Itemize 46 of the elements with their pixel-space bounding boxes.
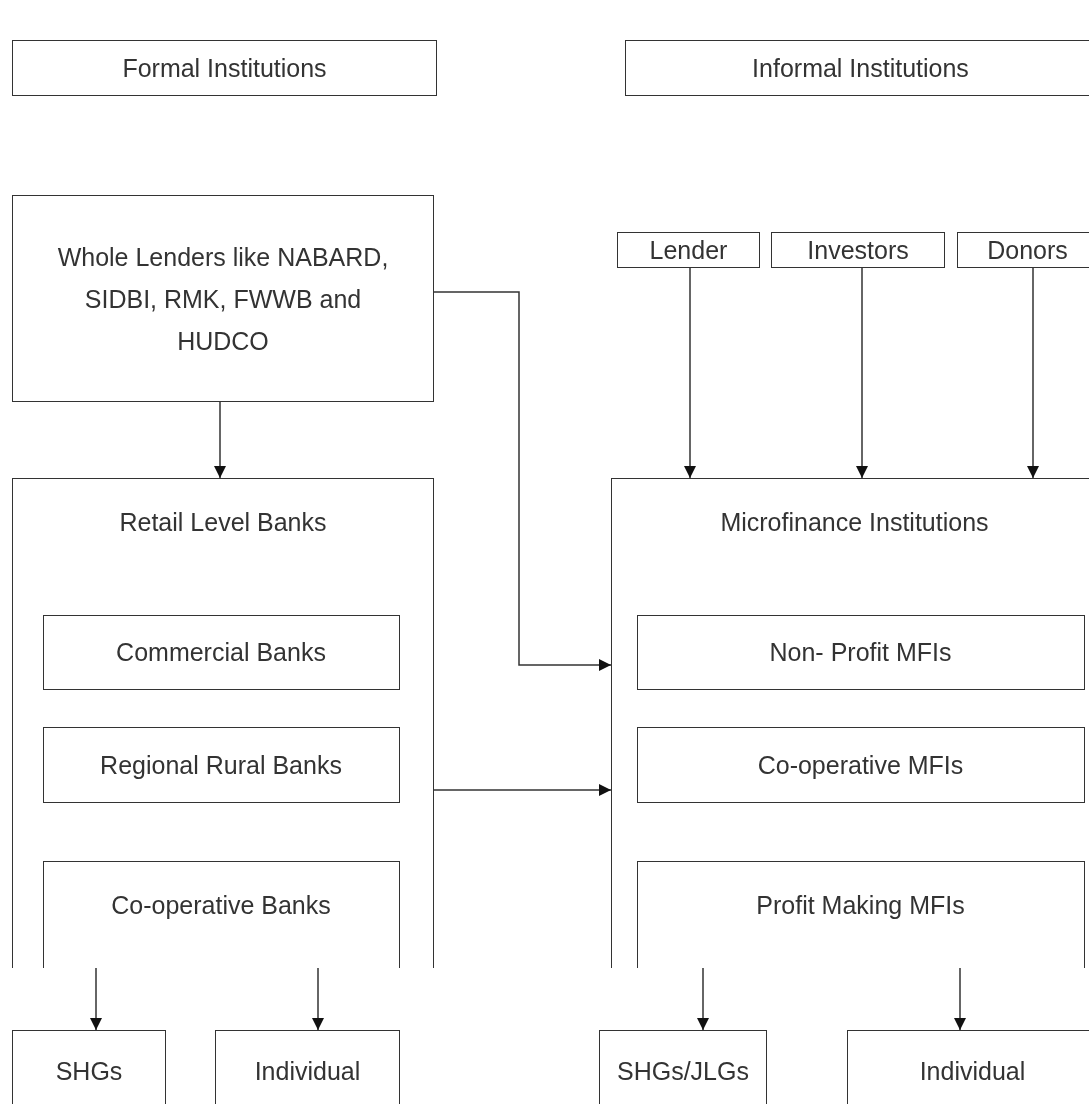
node-text: Retail Level Banks: [119, 507, 327, 538]
node-text: Whole Lenders like NABARD, SIDBI, RMK, FWWB and HUDCO: [56, 241, 390, 357]
process-box: [771, 232, 945, 268]
process-box: [957, 232, 1089, 268]
process-box: [12, 40, 437, 96]
process-box: [636, 614, 1085, 690]
process-box: [42, 726, 400, 803]
node-text: Informal Institutions: [752, 53, 969, 84]
node-text: SHGs: [55, 1055, 123, 1087]
process-box: [12, 1030, 166, 1104]
node-text: Donors: [987, 235, 1068, 266]
process-box: [847, 1030, 1089, 1104]
node-text: Non- Profit MFIs: [769, 637, 952, 668]
arrow: [954, 967, 966, 1031]
group-box: [12, 478, 434, 968]
process-box: [599, 1030, 767, 1104]
node-text: Commercial Banks: [116, 637, 326, 668]
process-box: [636, 860, 1085, 968]
process-box: [625, 40, 1089, 96]
node-text: Investors: [807, 235, 909, 266]
node-text: Formal Institutions: [122, 53, 327, 84]
group-box: [611, 478, 1089, 968]
process-box: [42, 860, 400, 968]
process-box: [42, 614, 400, 690]
node-text: Profit Making MFIs: [756, 889, 965, 921]
node-text: SHGs/JLGs: [617, 1055, 749, 1087]
node-text: Microfinance Institutions: [720, 507, 989, 538]
process-box: [617, 232, 760, 268]
arrow: [697, 967, 709, 1031]
process-box: [215, 1030, 400, 1104]
process-box: [636, 726, 1085, 803]
arrow: [433, 784, 612, 796]
arrow: [90, 967, 102, 1031]
node-text: Co-operative MFIs: [757, 749, 964, 781]
node-text: Co-operative Banks: [111, 889, 331, 921]
node-text: Individual: [254, 1055, 361, 1087]
arrow: [214, 401, 226, 479]
node-text: Regional Rural Banks: [100, 749, 342, 781]
arrow: [856, 267, 868, 479]
arrow: [684, 267, 696, 479]
arrow: [312, 967, 324, 1031]
arrow: [1027, 267, 1039, 479]
node-text: Lender: [649, 235, 728, 266]
process-box: [12, 195, 434, 402]
node-text: Individual: [919, 1055, 1026, 1087]
arrow: [433, 291, 612, 671]
